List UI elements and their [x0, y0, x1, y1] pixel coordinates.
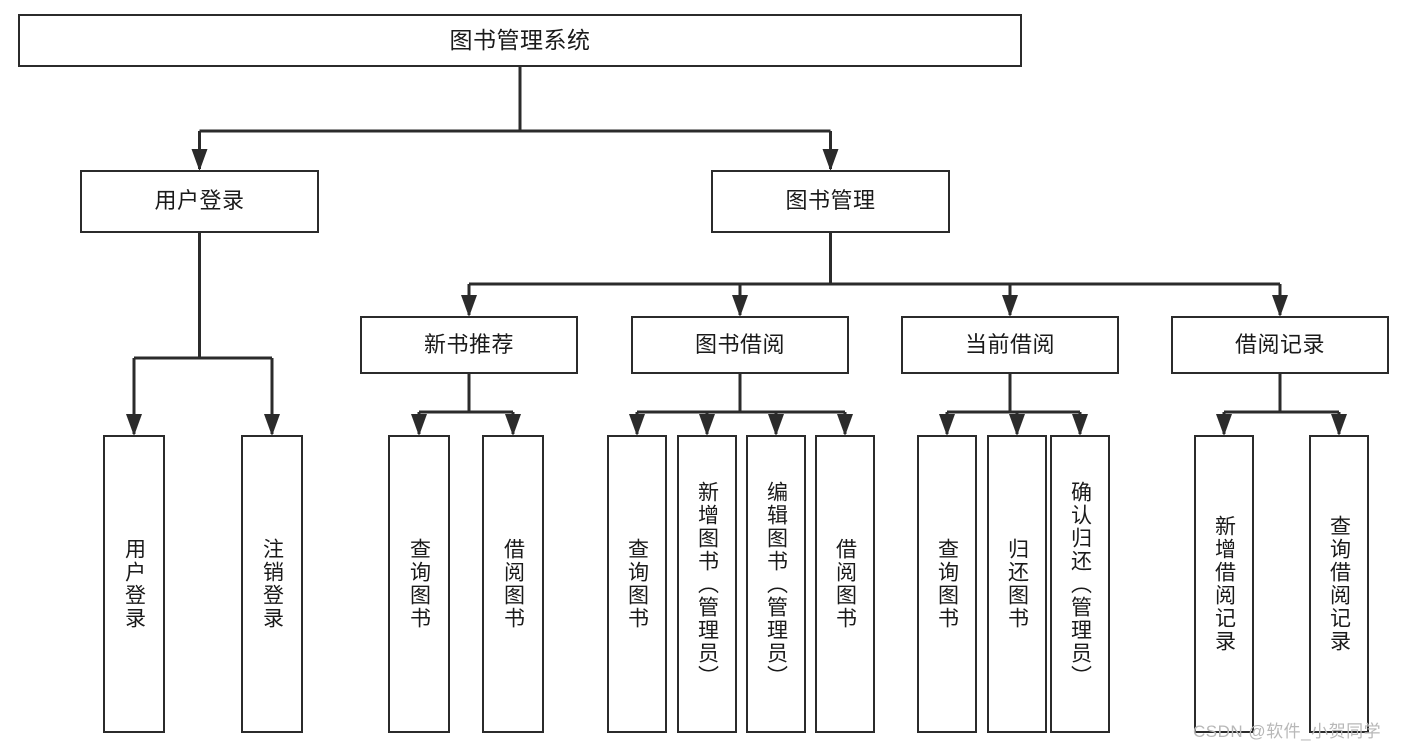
node-label: 确认归还（管理员）	[1068, 480, 1092, 688]
node-leaf7: 编辑图书（管理员）	[746, 435, 806, 733]
node-leaf6: 新增图书（管理员）	[677, 435, 737, 733]
node-leaf13: 查询借阅记录	[1309, 435, 1369, 733]
node-label: 查询图书	[625, 538, 649, 630]
node-label: 注销登录	[260, 538, 284, 630]
node-l1a: 用户登录	[80, 170, 319, 233]
node-label: 借阅图书	[501, 538, 525, 630]
node-leaf3: 查询图书	[388, 435, 450, 733]
node-label: 新书推荐	[423, 331, 514, 357]
watermark-label: CSDN @软件_小贺同学	[1193, 722, 1382, 741]
node-label: 查询借阅记录	[1327, 515, 1351, 653]
node-label: 图书管理系统	[449, 26, 591, 53]
node-label: 借阅图书	[833, 538, 857, 630]
node-label: 图书借阅	[694, 331, 785, 357]
node-leaf5: 查询图书	[607, 435, 667, 733]
node-l2d: 借阅记录	[1171, 316, 1389, 374]
node-label: 借阅记录	[1234, 331, 1325, 357]
node-label: 查询图书	[407, 538, 431, 630]
node-leaf2: 注销登录	[241, 435, 303, 733]
node-label: 新增借阅记录	[1212, 515, 1236, 653]
node-leaf1: 用户登录	[103, 435, 165, 733]
node-label: 查询图书	[935, 538, 959, 630]
node-root: 图书管理系统	[18, 14, 1022, 67]
node-l2c: 当前借阅	[901, 316, 1119, 374]
node-l2b: 图书借阅	[631, 316, 849, 374]
node-leaf12: 新增借阅记录	[1194, 435, 1254, 733]
node-label: 归还图书	[1005, 538, 1029, 630]
node-leaf11: 确认归还（管理员）	[1050, 435, 1110, 733]
node-l1b: 图书管理	[711, 170, 950, 233]
node-label: 用户登录	[122, 538, 146, 630]
node-label: 图书管理	[785, 188, 876, 214]
node-leaf9: 查询图书	[917, 435, 977, 733]
node-leaf10: 归还图书	[987, 435, 1047, 733]
node-label: 用户登录	[154, 188, 245, 214]
node-leaf8: 借阅图书	[815, 435, 875, 733]
node-label: 新增图书（管理员）	[695, 480, 719, 688]
node-leaf4: 借阅图书	[482, 435, 544, 733]
node-l2a: 新书推荐	[360, 316, 578, 374]
node-label: 编辑图书（管理员）	[764, 480, 788, 688]
node-label: 当前借阅	[964, 331, 1055, 357]
